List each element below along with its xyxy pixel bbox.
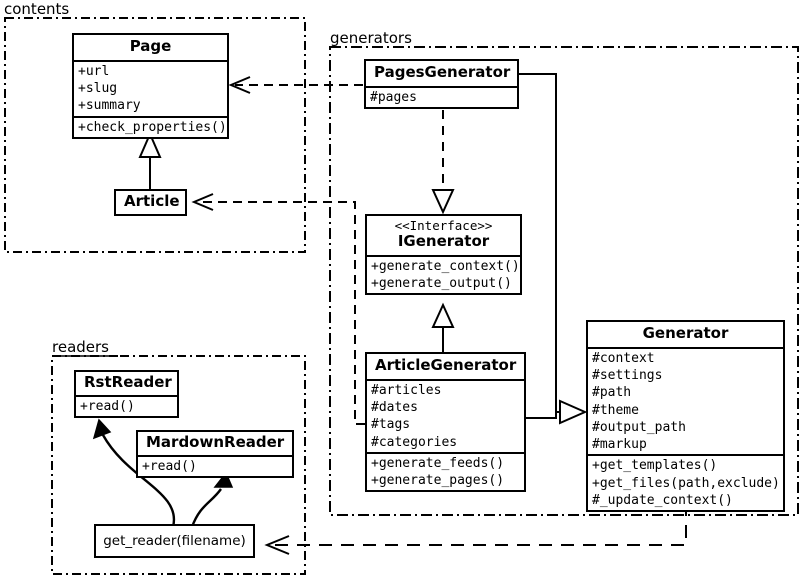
class-name-pagesgenerator: PagesGenerator (374, 63, 511, 81)
class-method: +read() (142, 458, 197, 474)
class-attribute: #theme (592, 402, 639, 418)
class-name-generator: Generator (642, 324, 729, 342)
class-box-rstreader[interactable]: RstReader +read() (74, 370, 179, 419)
class-name-mardownreader: MardownReader (146, 433, 285, 451)
package-label-readers: readers (52, 338, 109, 356)
class-attribute: #articles (371, 382, 442, 398)
class-attribute: #pages (370, 89, 417, 105)
class-method: +generate_feeds() (371, 455, 505, 471)
class-methods-rstreader: +read() (76, 394, 177, 416)
class-method: +generate_pages() (371, 473, 505, 489)
class-methods-mardownreader: +read() (138, 454, 292, 476)
class-method: +check_properties() (78, 119, 227, 135)
class-method: #_update_context() (592, 493, 733, 508)
class-name-rstreader: RstReader (84, 373, 172, 391)
class-stereotype-igenerator: <<Interface>> (394, 218, 493, 233)
class-name-article: Article (124, 192, 180, 210)
function-box-get-reader[interactable]: get_reader(filename) (94, 524, 255, 558)
function-name-get-reader: get_reader(filename) (103, 533, 246, 549)
class-method: +read() (80, 398, 135, 414)
class-attribute: #path (592, 385, 632, 401)
edge-generator-to-getreader-arrowhead (264, 535, 290, 555)
class-attribute: +slug (78, 81, 118, 97)
edge-to-generator-arrowhead (559, 399, 588, 425)
class-name-page: Page (129, 37, 172, 55)
class-attributes-articlegenerator: #articles #dates #tags #categories (367, 378, 524, 452)
class-attribute: #context (592, 350, 655, 366)
class-attribute: #dates (371, 400, 418, 416)
class-methods-igenerator: +generate_context() +generate_output() (367, 254, 520, 294)
class-attribute: #settings (592, 368, 663, 384)
class-methods-page: +check_properties() (74, 115, 227, 137)
class-method: +get_files(path,exclude) (592, 475, 780, 491)
package-label-generators: generators (330, 29, 412, 47)
class-attribute: +url (78, 63, 110, 79)
class-box-pagesgenerator[interactable]: PagesGenerator #pages (364, 59, 519, 110)
edge-getreader-to-mardownreader-line (190, 488, 222, 528)
edge-articlegenerator-to-article-line (198, 201, 365, 425)
class-attribute: #categories (371, 434, 458, 450)
edge-articlegenerator-to-article-arrowhead (191, 193, 214, 211)
class-box-page[interactable]: Page +url +slug +summary +check_properti… (72, 33, 229, 139)
class-attributes-page: +url +slug +summary (74, 59, 227, 116)
class-attributes-generator: #context #settings #path #theme #output_… (588, 346, 783, 455)
package-label-contents: contents (4, 0, 70, 18)
edge-pagesgenerator-to-igenerator-arrowhead (431, 189, 455, 215)
class-box-generator[interactable]: Generator #context #settings #path #them… (586, 320, 785, 513)
class-box-mardownreader[interactable]: MardownReader +read() (136, 430, 294, 479)
class-name-igenerator: IGenerator (397, 231, 490, 250)
edge-getreader-to-rstreader-arrowhead (92, 418, 112, 440)
class-attribute: #tags (371, 417, 411, 433)
class-attribute: #markup (592, 437, 647, 453)
class-box-articlegenerator[interactable]: ArticleGenerator #articles #dates #tags … (365, 352, 526, 493)
class-methods-generator: +get_templates() +get_files(path,exclude… (588, 454, 783, 510)
class-method: +get_templates() (592, 458, 718, 474)
class-box-article[interactable]: Article (114, 189, 187, 216)
class-method: +generate_context() (371, 258, 520, 274)
class-attributes-pagesgenerator: #pages (366, 85, 517, 107)
class-methods-articlegenerator: +generate_feeds() +generate_pages() (367, 451, 524, 491)
class-method: +generate_output() (371, 275, 512, 291)
edge-articlegenerator-to-igenerator-arrowhead (431, 302, 455, 328)
edge-articlegenerator-to-generator-line (526, 412, 557, 419)
class-attribute: #output_path (592, 419, 686, 435)
class-attribute: +summary (78, 98, 141, 114)
edge-pagesgenerator-to-page-arrowhead (228, 76, 251, 94)
class-name-articlegenerator: ArticleGenerator (375, 356, 517, 374)
class-box-igenerator[interactable]: <<Interface>> IGenerator +generate_conte… (365, 214, 522, 296)
